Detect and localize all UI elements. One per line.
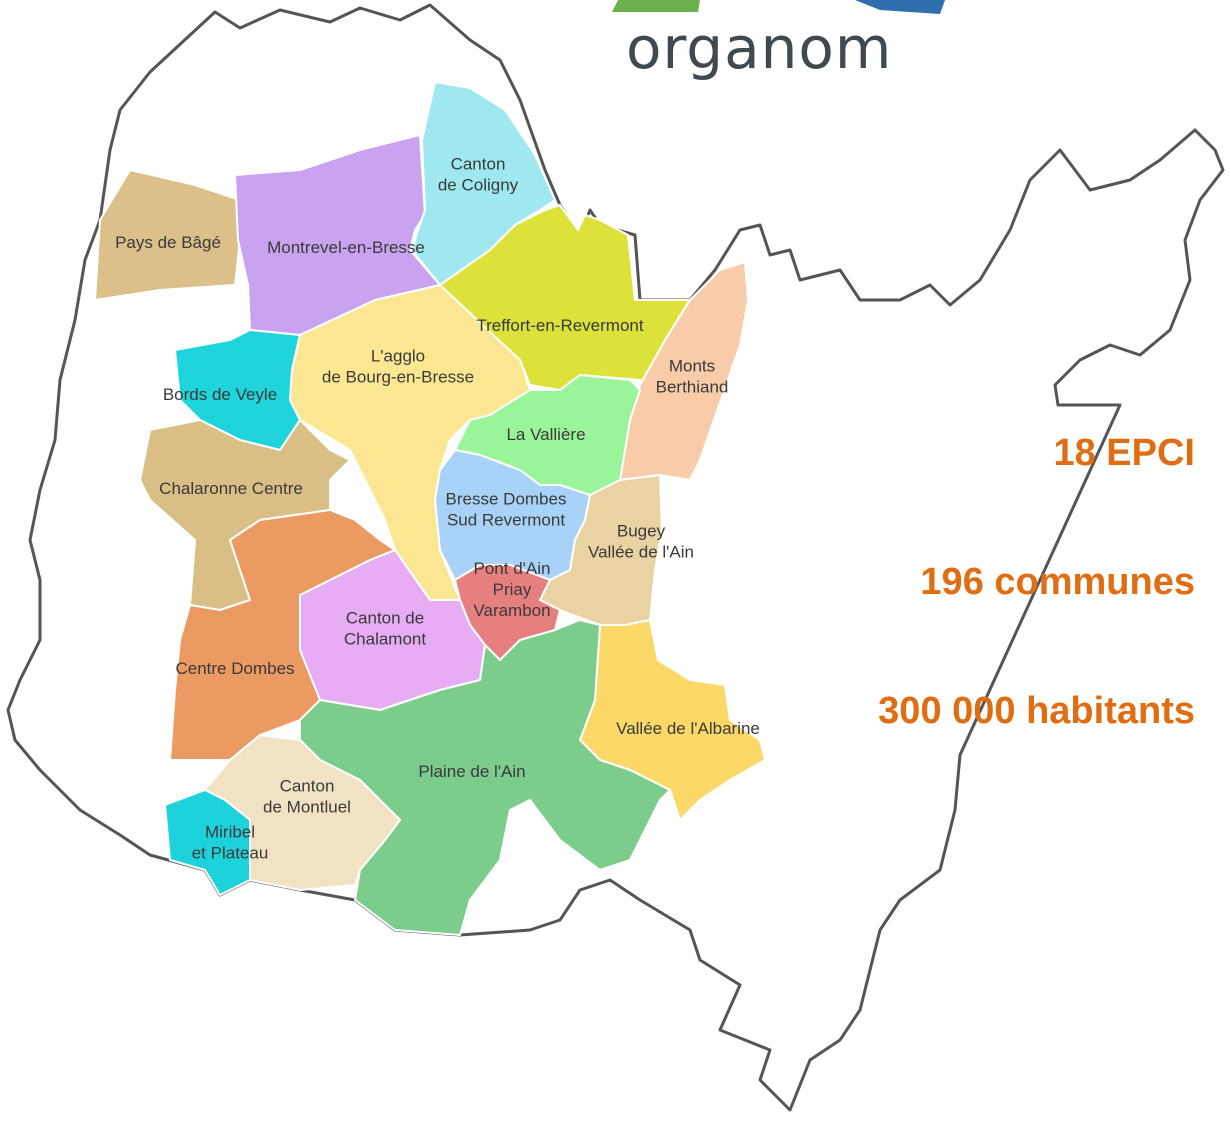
region-label-line: Bresse Dombes — [446, 490, 567, 509]
region-pays-de-bage[interactable] — [94, 169, 241, 301]
region-label-line: Berthiand — [656, 378, 729, 397]
region-label-line: de Bourg-en-Bresse — [322, 368, 474, 387]
region-label-line: Miribel — [205, 823, 255, 842]
label-montrevel: Montrevel-en-Bresse — [267, 238, 425, 257]
label-treffort: Treffort-en-Revermont — [476, 316, 643, 335]
label-bage: Pays de Bâgé — [115, 233, 221, 252]
logo-blue-shape — [855, 0, 945, 14]
region-label-line: Priay — [493, 580, 532, 599]
label-coligny: Canton de Coligny — [438, 155, 519, 195]
region-label-line: Plaine de l'Ain — [418, 762, 525, 781]
label-valliere: La Vallière — [506, 425, 585, 444]
label-miribel: Miribel et Plateau — [192, 823, 269, 863]
stat-communes: 196 communes — [920, 561, 1195, 603]
region-label-line: Bugey — [617, 522, 666, 541]
region-label-line: et Plateau — [192, 844, 269, 863]
region-label-line: Pont d'Ain — [474, 559, 551, 578]
region-label-line: Varambon — [473, 601, 550, 620]
logo-green-shape — [612, 0, 700, 12]
region-label-line: Treffort-en-Revermont — [476, 316, 643, 335]
region-label-line: Bords de Veyle — [163, 385, 277, 404]
region-label-line: de Montluel — [263, 798, 351, 817]
region-label-line: Centre Dombes — [175, 659, 294, 678]
epci-regions — [94, 81, 766, 936]
label-montluel: Canton de Montluel — [263, 777, 351, 817]
organom-logo: organom — [612, 0, 945, 82]
label-bourg: L'agglo de Bourg-en-Bresse — [322, 347, 474, 387]
region-label-line: Montrevel-en-Bresse — [267, 238, 425, 257]
region-label-line: Chalamont — [344, 630, 426, 649]
stats-panel: 18 EPCI 196 communes 300 000 habitants — [878, 432, 1195, 732]
label-centre-dombes: Centre Dombes — [175, 659, 294, 678]
region-label-line: Vallée de l'Albarine — [616, 719, 760, 738]
region-miribel[interactable] — [164, 789, 251, 896]
region-label-line: Vallée de l'Ain — [588, 543, 694, 562]
label-albarine: Vallée de l'Albarine — [616, 719, 760, 738]
region-label-line: La Vallière — [506, 425, 585, 444]
region-label-line: L'agglo — [371, 347, 425, 366]
stat-habitants: 300 000 habitants — [878, 690, 1195, 732]
region-labels: Pays de Bâgé Montrevel-en-Bresse Canton d… — [115, 155, 760, 863]
label-chalaronne: Chalaronne Centre — [159, 479, 303, 498]
label-veyle: Bords de Veyle — [163, 385, 277, 404]
region-label-line: Chalaronne Centre — [159, 479, 303, 498]
label-plaine: Plaine de l'Ain — [418, 762, 525, 781]
region-plaine-de-lain[interactable] — [299, 619, 671, 936]
region-label-line: Monts — [669, 357, 715, 376]
stat-epci: 18 EPCI — [1053, 432, 1195, 474]
region-monts-berthiand[interactable] — [619, 261, 749, 481]
label-chalamont: Canton de Chalamont — [344, 609, 426, 649]
region-label-line: Canton — [451, 155, 506, 174]
region-label-line: Canton — [280, 777, 335, 796]
logo-text: organom — [626, 14, 892, 82]
region-label-line: de Coligny — [438, 176, 519, 195]
region-label-line: Pays de Bâgé — [115, 233, 221, 252]
region-label-line: Canton de — [346, 609, 424, 628]
region-label-line: Sud Revermont — [447, 511, 565, 530]
